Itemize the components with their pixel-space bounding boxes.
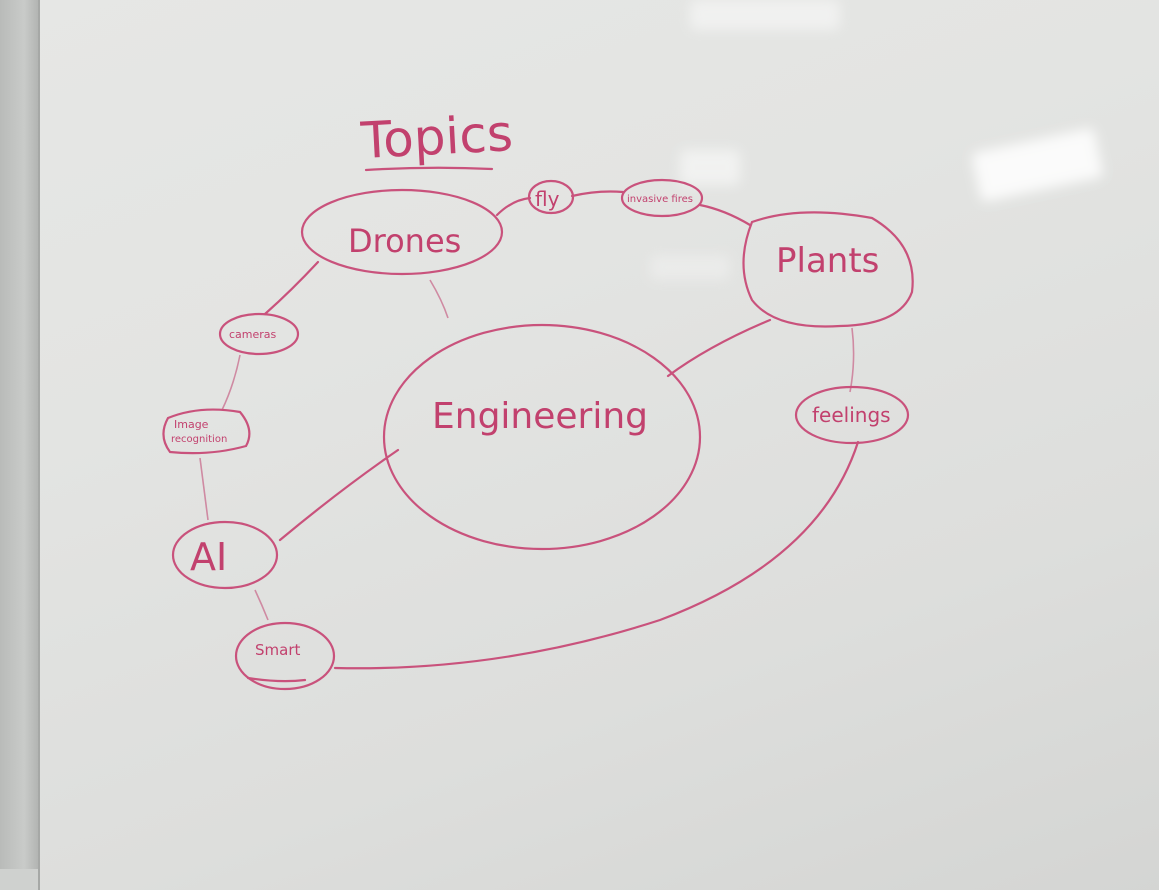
node-ai-label: AI — [190, 535, 227, 579]
node-drones-bubble — [300, 188, 504, 276]
node-ai-bubble — [171, 520, 279, 590]
node-image-recognition-label-line1: Image — [174, 418, 209, 431]
node-fly-label: fly — [535, 187, 560, 211]
connector-drones-cameras — [263, 260, 320, 316]
connector-drones-engineering — [429, 279, 449, 319]
whiteboard — [38, 0, 1159, 890]
light-reflection — [650, 255, 730, 280]
node-drones-label: Drones — [348, 222, 461, 260]
connector-image-ai — [199, 457, 209, 521]
light-reflection — [690, 0, 840, 30]
node-fly-bubble — [527, 179, 575, 215]
connector-fires-plants — [698, 203, 752, 227]
node-smart-bubble — [234, 621, 336, 691]
connector-fly-fires — [570, 190, 625, 198]
node-engineering-bubble — [382, 323, 702, 551]
connector-drones-fly — [495, 196, 532, 217]
node-smart-underline — [246, 676, 307, 683]
node-invasive-fires-label: invasive fires — [627, 194, 693, 205]
node-image-recognition-label-line2: recognition — [171, 434, 227, 445]
connector-plants-engineering — [666, 318, 772, 378]
node-cameras-label: cameras — [229, 328, 277, 341]
node-smart-label: Smart — [255, 641, 300, 659]
whiteboard-frame — [0, 0, 44, 869]
node-plants-label: Plants — [776, 241, 879, 281]
node-engineering-label: Engineering — [432, 396, 648, 437]
connector-cameras-image — [221, 354, 241, 411]
connector-engineering-ai — [278, 448, 400, 542]
connector-ai-smart — [254, 589, 269, 621]
mind-map-diagram: Topics Drones fly invasive fires Plants … — [162, 104, 914, 691]
node-plants-bubble — [742, 211, 914, 328]
connector-feelings-smart — [333, 440, 860, 670]
node-feelings-label: feelings — [812, 403, 891, 427]
connector-plants-feelings — [849, 327, 855, 393]
node-cameras-bubble — [218, 312, 300, 356]
node-invasive-fires-bubble — [620, 178, 704, 218]
node-image-recognition-bubble — [162, 408, 251, 455]
node-feelings-bubble — [794, 385, 910, 445]
light-reflection — [680, 150, 740, 185]
title-underline — [364, 166, 494, 172]
diagram-title: Topics — [359, 104, 515, 170]
